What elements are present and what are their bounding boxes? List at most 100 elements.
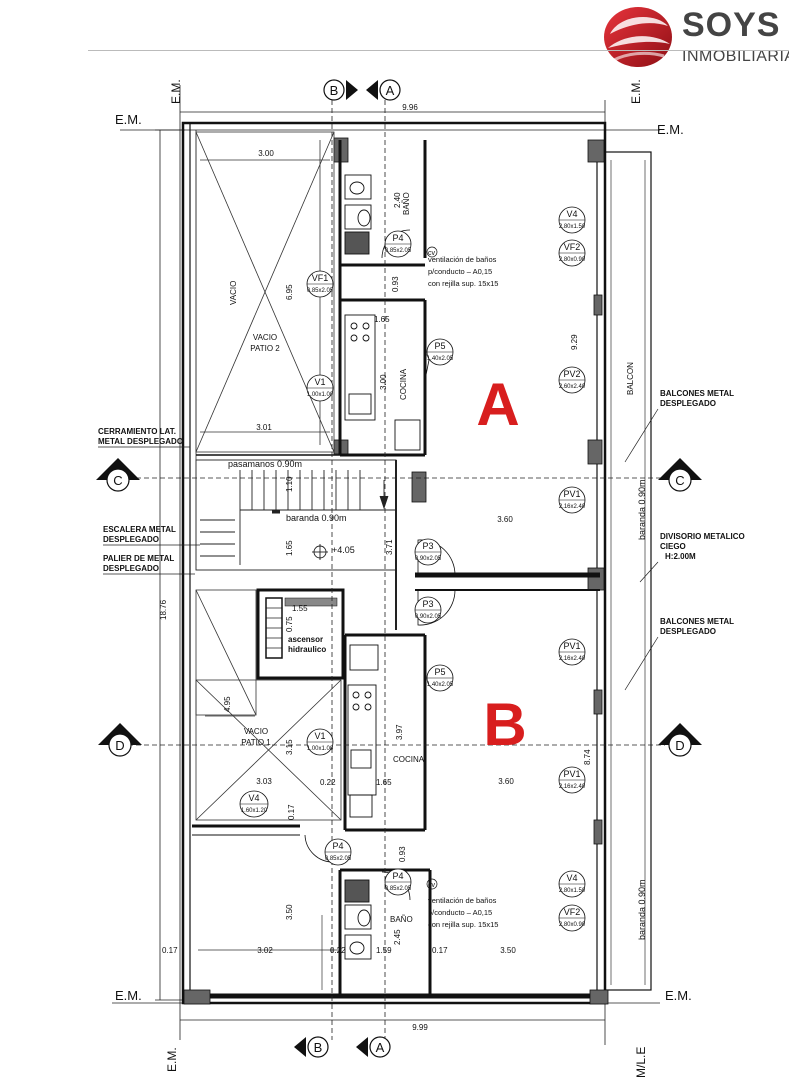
divisorio-3: H:2.00M [665, 552, 696, 561]
vent-bot-2: p/conducto – A0,15 [428, 908, 492, 917]
svg-text:A: A [386, 83, 395, 98]
svg-text:8.74: 8.74 [583, 749, 592, 765]
balcones-bot-1: BALCONES METAL [660, 617, 734, 626]
patio-1-name: PATIO 1 [241, 738, 271, 747]
svg-text:2.16x2.40: 2.16x2.40 [559, 504, 586, 510]
cv-bottom: cv [428, 882, 436, 889]
svg-text:1.60x1.20: 1.60x1.20 [241, 808, 268, 814]
svg-text:2.80x1.50: 2.80x1.50 [559, 888, 586, 894]
svg-text:1.59: 1.59 [376, 946, 392, 955]
svg-text:2.16x2.40: 2.16x2.40 [559, 784, 586, 790]
svg-text:1.40x2.05: 1.40x2.05 [427, 682, 454, 688]
header-divider [88, 50, 788, 51]
section-marker-a-top: A [366, 79, 401, 101]
svg-text:0.90x2.05: 0.90x2.05 [415, 556, 442, 562]
elevator [256, 588, 345, 680]
svg-text:1.65: 1.65 [285, 540, 294, 556]
svg-text:V4: V4 [248, 793, 259, 803]
section-marker-c-left: C [96, 458, 140, 492]
brand-name: SOYS [682, 6, 781, 44]
cocina-b-label: COCINA [393, 755, 425, 764]
unit-a-label: A [476, 371, 519, 438]
tag-pv1-bottom: PV1 2.16x2.40 [558, 766, 586, 794]
svg-text:0.75: 0.75 [285, 616, 294, 632]
leader-lines [98, 408, 659, 691]
balcon-label: BALCON [626, 362, 635, 395]
patio-2-vacio: VACIO [253, 333, 277, 342]
em-label-top-right: E.M. [657, 122, 684, 137]
svg-text:0.90x2.05: 0.90x2.05 [415, 614, 442, 620]
bathroom-a-fixtures [344, 174, 411, 259]
svg-text:P4: P4 [392, 871, 403, 881]
section-marker-d-left: D [98, 723, 142, 757]
svg-text:3.60: 3.60 [497, 515, 513, 524]
tag-v4-bottom: V42.80x1.50 [558, 870, 586, 898]
svg-text:3.03: 3.03 [256, 777, 272, 786]
svg-text:0.17: 0.17 [162, 946, 178, 955]
cv-top: cv [428, 250, 436, 257]
svg-text:2.16x2.40: 2.16x2.40 [559, 656, 586, 662]
unit-b-label: B [483, 691, 526, 758]
svg-text:1.65: 1.65 [374, 315, 390, 324]
svg-text:9.96: 9.96 [402, 103, 418, 112]
tag-p4-bottom-b: P40.85x2.05 [384, 868, 412, 896]
svg-text:3.50: 3.50 [285, 904, 294, 920]
svg-text:PV2: PV2 [563, 369, 580, 379]
svg-text:VF1: VF1 [312, 273, 329, 283]
section-marker-c-right: C [658, 458, 702, 492]
svg-text:1.55: 1.55 [292, 604, 308, 613]
palier-line-2: DESPLEGADO [103, 564, 159, 573]
svg-text:0.93: 0.93 [391, 276, 400, 292]
escalera-line-1: ESCALERA METAL [103, 525, 176, 534]
svg-text:0.17: 0.17 [432, 946, 448, 955]
baranda-right-bottom: baranda 0.90m [637, 879, 647, 940]
cut-lines [120, 100, 665, 1040]
tag-p5-bottom: P5 1.40x2.05 [426, 664, 454, 692]
svg-text:0.85x2.05: 0.85x2.05 [325, 856, 352, 862]
section-marker-b-bottom: B [294, 1036, 329, 1058]
vent-top-3: con rejilla sup. 15x15 [428, 279, 498, 288]
baranda-stair-label: baranda 0.90m [286, 513, 347, 523]
dimension-values: 9.96 9.99 3.00 3.01 6.95 2.40 0.93 1.65 … [159, 103, 592, 1032]
level-label: +4.05 [332, 545, 355, 555]
door-swings [417, 539, 456, 626]
section-marker-b-top: B [323, 79, 358, 101]
svg-text:0.85x2.05: 0.85x2.05 [307, 288, 334, 294]
tag-v4-patio: V4 1.60x1.20 [239, 790, 269, 818]
svg-text:0.93: 0.93 [398, 846, 407, 862]
svg-text:2.40: 2.40 [393, 192, 402, 208]
brand-logo-mark [604, 7, 672, 67]
kitchen-a-fixtures [344, 314, 431, 451]
svg-text:1.65: 1.65 [376, 778, 392, 787]
svg-text:P3: P3 [422, 599, 433, 609]
tag-v1-bottom: V11.00x1.00 [306, 728, 334, 756]
svg-text:1.00x1.00: 1.00x1.00 [307, 392, 334, 398]
tag-p3-bottom: P3 0.90x2.05 [414, 596, 442, 624]
svg-text:0.17: 0.17 [287, 804, 296, 820]
divisorio-2: CIEGO [660, 542, 686, 551]
svg-text:VF2: VF2 [564, 242, 581, 252]
em-label-top-left: E.M. [115, 112, 142, 127]
cerramiento-line-2: METAL DESPLEGADO [98, 437, 183, 446]
em-label-vert-2: E.M. [629, 79, 643, 104]
tag-p4-top: P40.85x2.05 [384, 230, 412, 258]
svg-text:PV1: PV1 [563, 769, 580, 779]
svg-text:C: C [675, 473, 684, 488]
svg-text:0.22: 0.22 [330, 946, 346, 955]
svg-text:3.50: 3.50 [500, 946, 516, 955]
ascensor-line-2: hidraulico [288, 645, 326, 654]
em-label-vert-3: E.M. [165, 1047, 179, 1072]
tag-p5-top: P51.40x2.05 [426, 338, 454, 366]
svg-text:2.60x2.40: 2.60x2.40 [559, 384, 586, 390]
bano-a-label: BAÑO [402, 192, 411, 215]
svg-text:3.00: 3.00 [258, 149, 274, 158]
brand-subtitle: INMOBILIARIA [682, 48, 789, 65]
svg-text:2.80x0.90: 2.80x0.90 [559, 257, 586, 263]
em-label-bottom-left: E.M. [115, 988, 142, 1003]
balcony [596, 151, 652, 998]
svg-text:P5: P5 [434, 667, 445, 677]
